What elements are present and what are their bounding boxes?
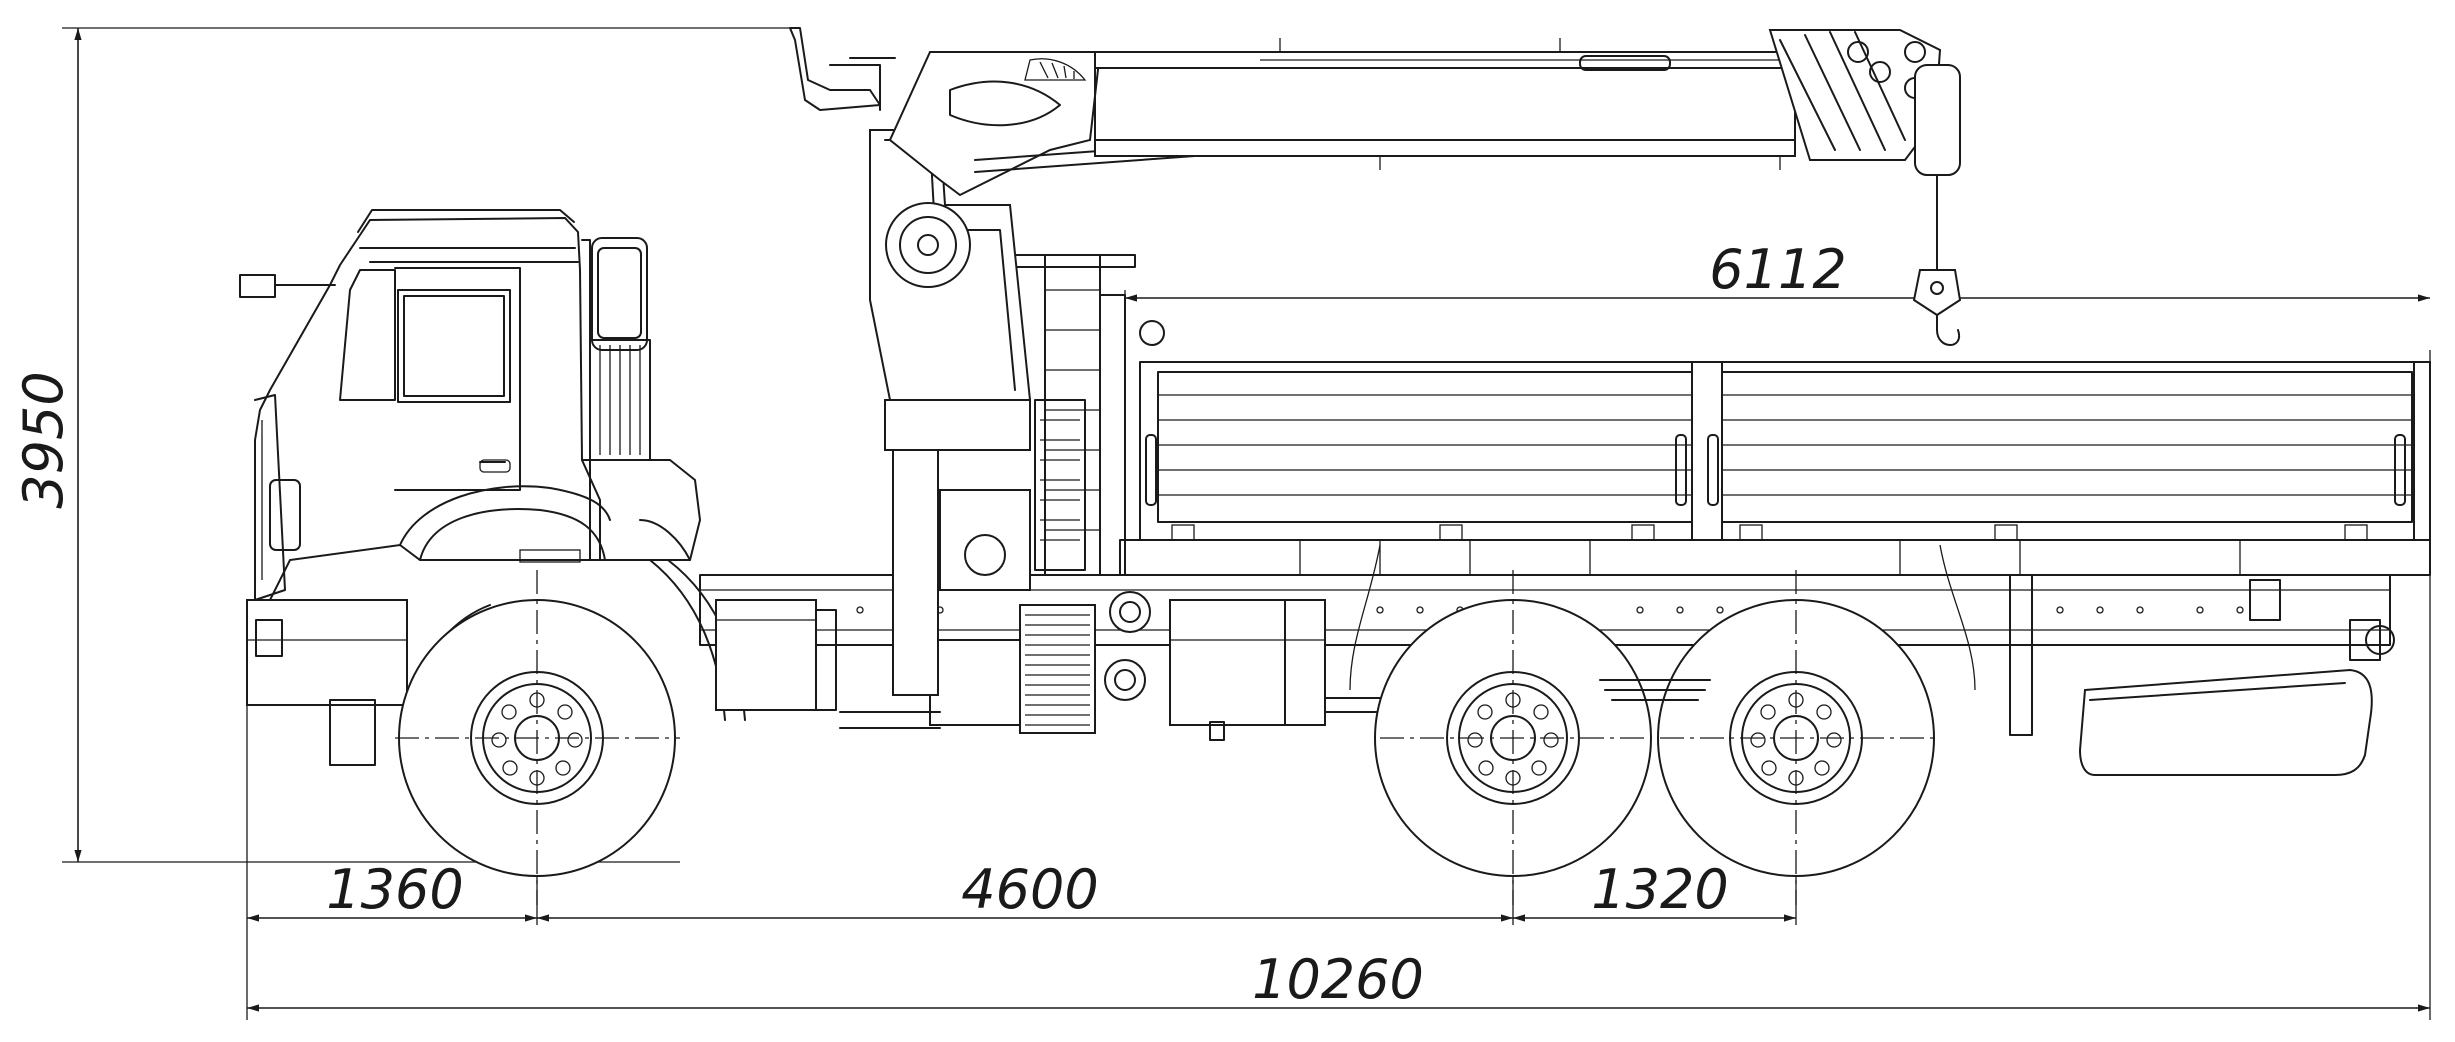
overall-length-label: 10260 [1252, 948, 1424, 1011]
crane [789, 27, 1962, 696]
cab [239, 209, 701, 766]
height-label: 3950 [12, 371, 75, 508]
rear-wheels [1374, 570, 1935, 905]
mid-section [715, 591, 1421, 741]
wheelbase-front-label: 4600 [961, 858, 1098, 921]
front-wheel [395, 559, 746, 905]
cargo-platform [999, 254, 2431, 691]
front-overhang-label: 1360 [326, 858, 463, 921]
platform-length-label: 6112 [1709, 238, 1846, 301]
rear-end [2009, 574, 2395, 776]
wheelbase-rear-label: 1320 [1591, 858, 1728, 921]
